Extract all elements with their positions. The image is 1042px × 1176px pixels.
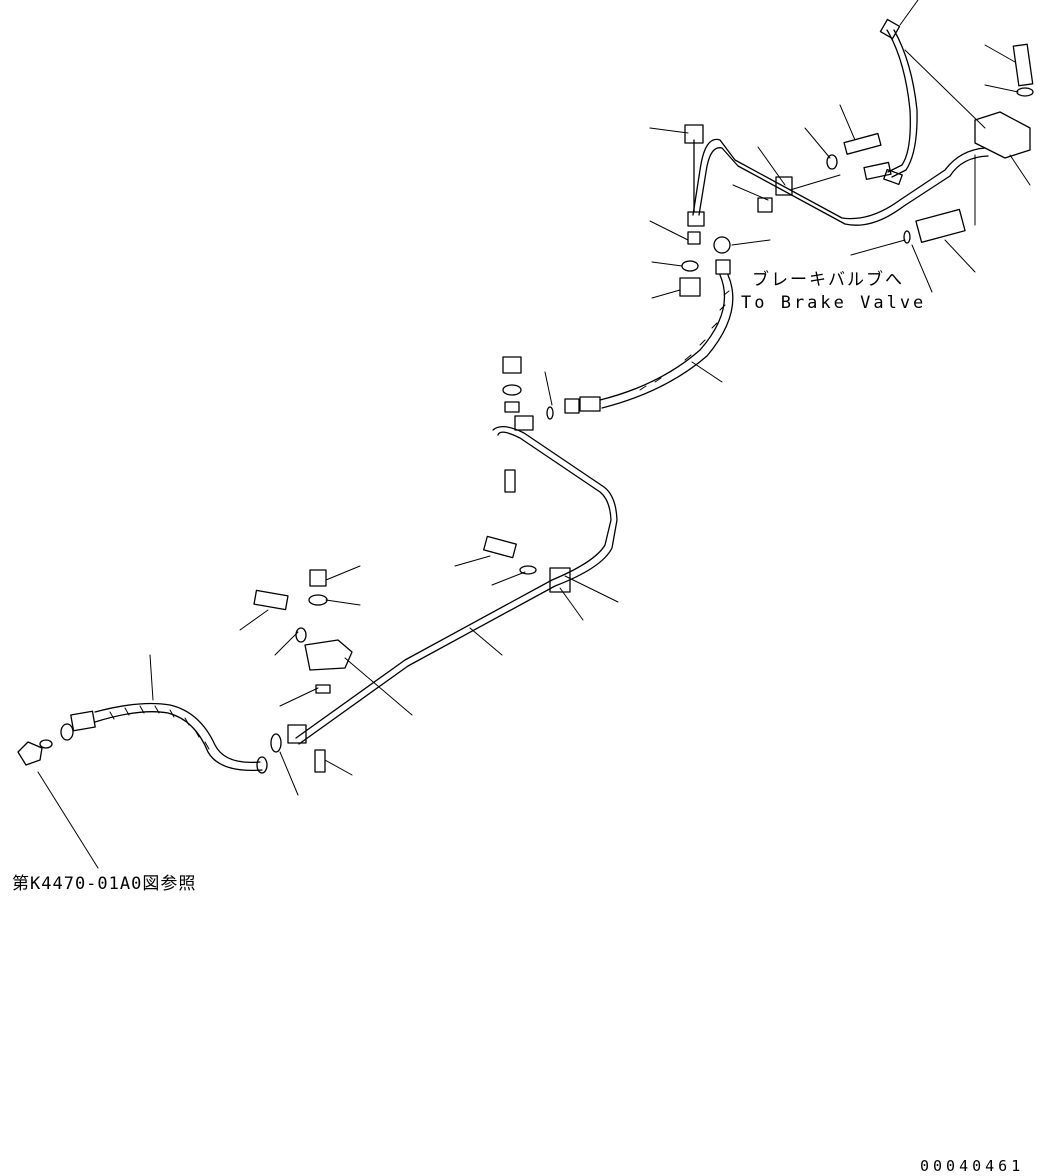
reference-label: 第K4470-01A0図参照 xyxy=(12,874,197,894)
brake-valve-label-jp: ブレーキバルブへ xyxy=(752,270,904,290)
main-brake-tube xyxy=(295,426,618,745)
fittings xyxy=(17,43,1034,773)
brake-valve-label-en: To Brake Valve xyxy=(741,293,927,313)
upper-brake-tube xyxy=(692,138,989,226)
valve-hose xyxy=(879,18,918,186)
drawing-code: 00040461 xyxy=(920,1157,1025,1175)
lower-hose xyxy=(60,702,268,774)
leader-lines xyxy=(37,0,1031,869)
middle-hose xyxy=(564,259,734,414)
